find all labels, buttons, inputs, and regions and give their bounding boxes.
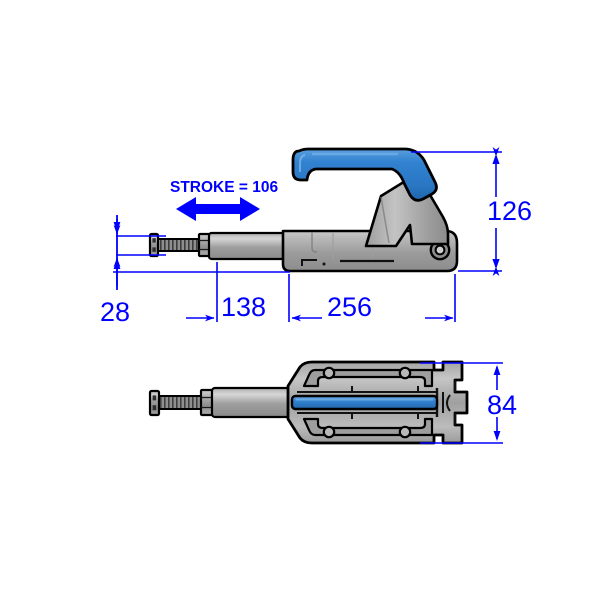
plan-mounting-holes [322, 366, 412, 439]
plan-view [148, 360, 503, 445]
stroke-label: STROKE = 106 [170, 179, 278, 196]
plunger-rod [207, 231, 287, 261]
dim-84-arrowheads [493, 365, 501, 441]
spindle-bolt-head [148, 232, 160, 258]
spindle-thread [157, 238, 201, 252]
handle-grip-blue [291, 147, 438, 202]
side-view [113, 147, 502, 322]
dim-28-arrowheads [113, 222, 121, 269]
dim-126-arrowheads [492, 154, 500, 269]
dimension-256: 256 [327, 292, 372, 322]
plan-spindle-thread [158, 395, 203, 410]
plan-plunger-rod [210, 386, 292, 419]
dimension-126: 126 [487, 196, 532, 226]
stroke-arrow [176, 197, 260, 221]
plan-blue-bar [290, 394, 439, 411]
plan-bolt-head [148, 389, 161, 417]
dimension-28: 28 [100, 297, 130, 327]
dimension-84: 84 [487, 390, 517, 420]
dimension-138: 138 [221, 292, 266, 322]
